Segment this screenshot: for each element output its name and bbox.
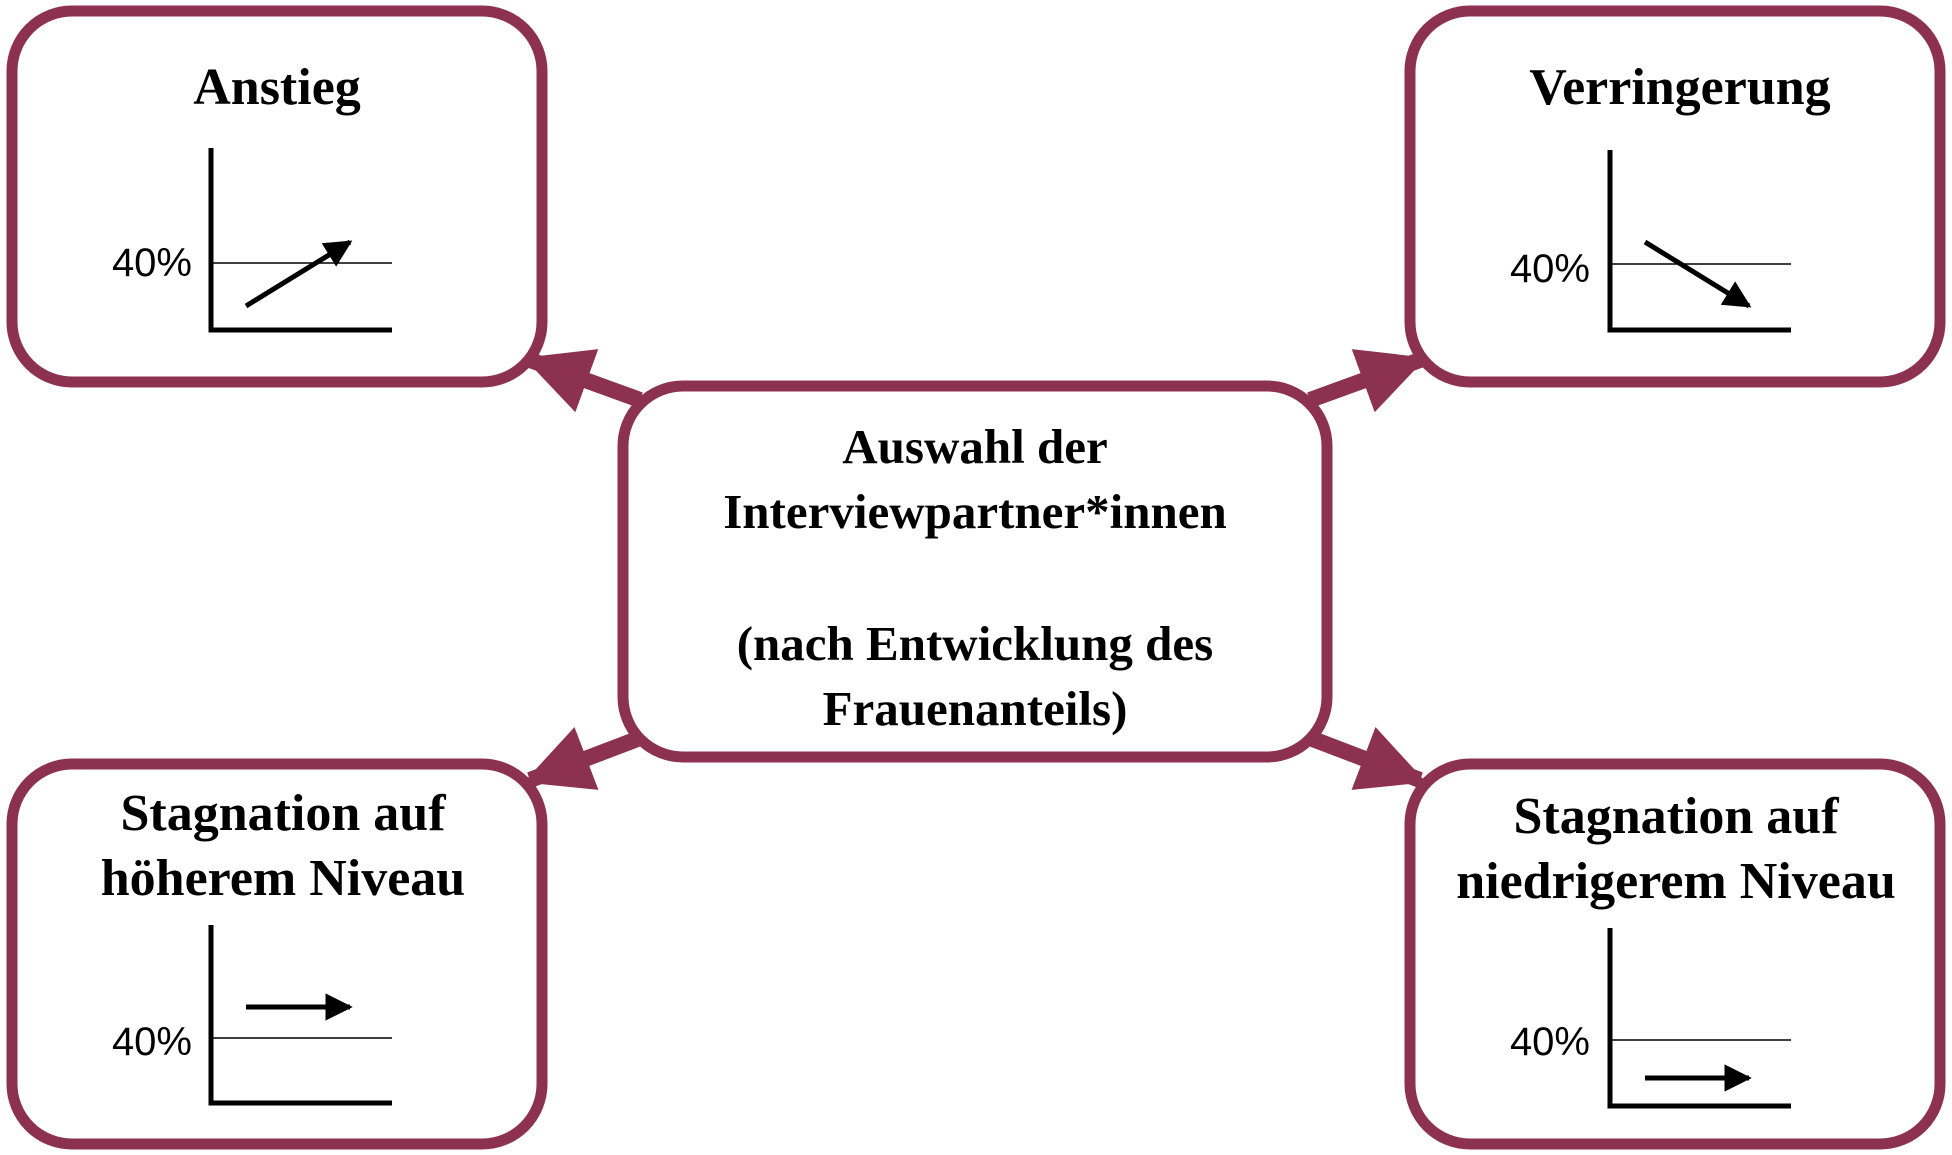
mini-chart-flat-above: 40% (112, 925, 392, 1106)
center-text-line3: (nach Entwicklung des (737, 616, 1214, 671)
reference-label: 40% (112, 241, 192, 285)
mini-chart-increase: 40% (112, 148, 392, 333)
box-verringerung: Verringerung 40% (1404, 5, 1946, 388)
box-anstieg-title: Anstieg (193, 59, 361, 116)
center-text-line4: Frauenanteils) (823, 681, 1128, 736)
box-verringerung-title: Verringerung (1529, 59, 1830, 116)
connector-to-bottom-right (1307, 727, 1427, 790)
reference-label: 40% (112, 1020, 192, 1064)
trend-arrow-up (244, 239, 353, 309)
box-stagnation-higher-title-line1: Stagnation auf (120, 785, 446, 842)
mini-chart-decrease: 40% (1510, 150, 1791, 333)
chart-axes (1607, 150, 1791, 333)
reference-label: 40% (1510, 1020, 1590, 1064)
box-anstieg: Anstieg 40% (6, 5, 548, 388)
connector-arrows (523, 349, 1427, 790)
connector-to-bottom-left (523, 727, 643, 790)
box-stagnation-lower-title-line2: niedrigerem Niveau (1456, 853, 1896, 910)
chart-axes (208, 925, 392, 1106)
reference-label: 40% (1510, 247, 1590, 291)
center-text-line1: Auswahl der (842, 419, 1107, 474)
box-stagnation-lower: Stagnation auf niedrigerem Niveau 40% (1404, 758, 1946, 1150)
center-text-line2: Interviewpartner*innen (723, 484, 1227, 539)
mini-chart-flat-below: 40% (1510, 928, 1791, 1109)
box-stagnation-higher-title-line2: höherem Niveau (101, 850, 465, 907)
box-stagnation-lower-title-line1: Stagnation auf (1513, 788, 1839, 845)
box-stagnation-higher: Stagnation auf höherem Niveau 40% (6, 758, 548, 1150)
trend-arrow-down (1643, 239, 1752, 309)
connector-to-top-left (523, 349, 643, 413)
connector-to-top-right (1307, 349, 1427, 413)
chart-axes (1607, 928, 1791, 1109)
center-box: Auswahl der Interviewpartner*innen (nach… (617, 380, 1333, 763)
chart-axes (208, 148, 392, 333)
